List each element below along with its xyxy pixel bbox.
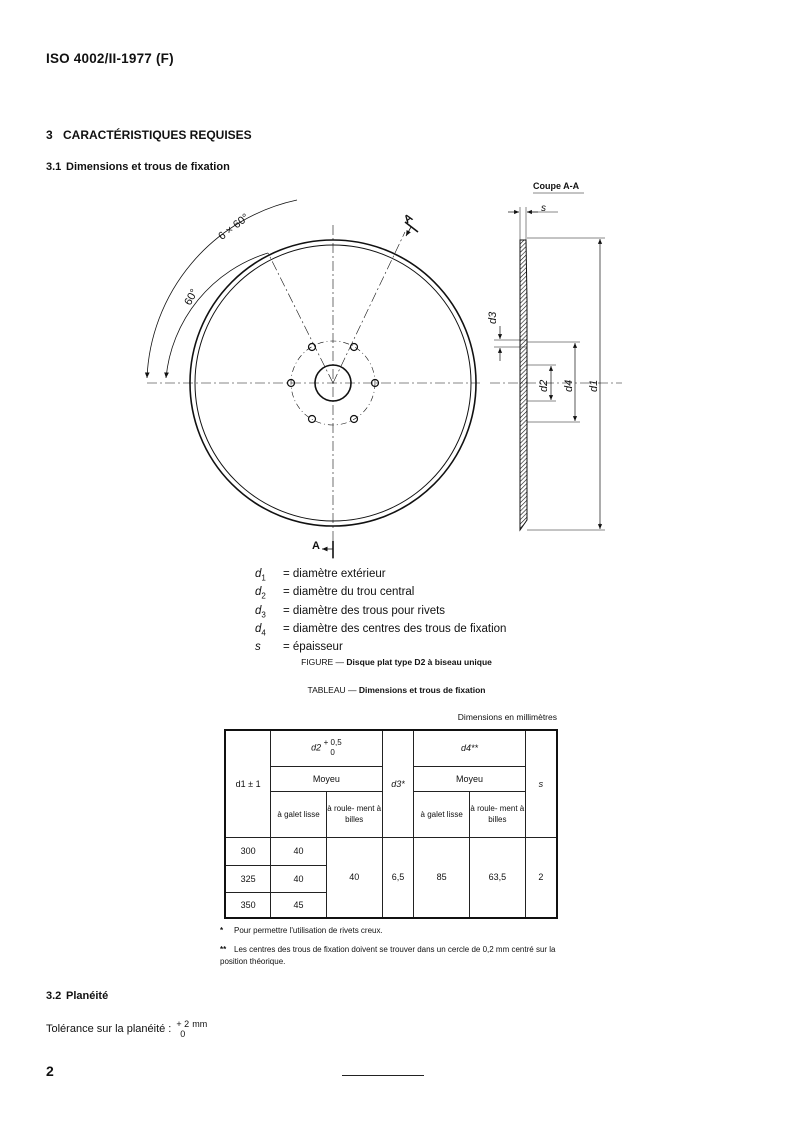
legend-item-s: s= épaisseur bbox=[255, 641, 343, 654]
table-header-row: d1 ± 1 d2 + 0,5 0 d3* d4** s bbox=[224, 729, 558, 838]
cell-d2-galet: 40 bbox=[270, 836, 327, 866]
subsection-heading-dimensions: 3.1 Dimensions et trous de fixation bbox=[46, 161, 230, 173]
cut-letter-bottom: A bbox=[312, 540, 320, 552]
table-row: 325 40 bbox=[224, 864, 557, 893]
header-roulement-d4: à roule- ment à billes bbox=[469, 790, 526, 838]
cell-d2-galet: 40 bbox=[270, 864, 327, 893]
section-title: CARACTÉRISTIQUES REQUISES bbox=[63, 128, 252, 142]
subsection-number: 3.1 bbox=[46, 161, 62, 173]
figure-legend: d1= diamètre extérieur d2= diamètre du t… bbox=[255, 567, 506, 658]
legend-item-d4: d4= diamètre des centres des trous de fi… bbox=[255, 622, 507, 638]
units-note: Dimensions en millimètres bbox=[457, 712, 557, 722]
dimensions-table: d1 ± 1 d2 + 0,5 0 d3* d4** s Moyeu Moyeu… bbox=[224, 729, 558, 919]
cut-letter-top: A bbox=[402, 212, 415, 226]
header-d2: d2 + 0,5 0 bbox=[270, 729, 383, 767]
header-galet-d4: à galet lisse bbox=[413, 790, 470, 838]
header-d1: d1 ± 1 bbox=[224, 729, 272, 838]
figure-caption: FIGURE — Disque plat type D2 à biseau un… bbox=[301, 657, 492, 667]
footnote-1: *Pour permettre l'utilisation de rivets … bbox=[220, 926, 383, 935]
subsection-title: Dimensions et trous de fixation bbox=[66, 161, 230, 173]
legend-item-d1: d1= diamètre extérieur bbox=[255, 568, 386, 583]
header-d3: d3* bbox=[381, 729, 415, 838]
section-heading: 3 CARACTÉRISTIQUES REQUISES bbox=[46, 128, 252, 142]
dim-label-d4: d4 bbox=[563, 380, 575, 392]
cell-d1: 350 bbox=[224, 891, 272, 919]
disc-front-view bbox=[144, 199, 480, 560]
angle-label-single: 60° bbox=[182, 287, 200, 307]
dim-label-s: s bbox=[541, 203, 546, 214]
dim-label-d2: d2 bbox=[538, 380, 550, 392]
table-row: 300 40 40 6,5 85 63,5 2 bbox=[224, 836, 558, 919]
cell-d1: 325 bbox=[224, 864, 272, 893]
cell-s: 2 bbox=[524, 836, 558, 919]
flatness-tolerance: Tolérance sur la planéité : + 2 0 mm bbox=[46, 1019, 208, 1039]
legend-item-d2: d2= diamètre du trou central bbox=[255, 586, 415, 601]
dim-label-d1: d1 bbox=[588, 380, 600, 392]
table-row: 350 45 bbox=[224, 891, 557, 919]
header-s: s bbox=[524, 729, 558, 838]
dim-label-d3: d3 bbox=[487, 311, 499, 324]
cell-d4-galet: 85 bbox=[413, 836, 470, 919]
cell-d2-galet: 45 bbox=[270, 891, 327, 919]
header-moyeu-d4: Moyeu bbox=[413, 765, 526, 792]
footer-rule bbox=[342, 1075, 424, 1076]
header-roulement-d2: à roule- ment à billes bbox=[325, 790, 383, 838]
cell-d1: 300 bbox=[224, 836, 272, 866]
header-moyeu-d2: Moyeu bbox=[270, 765, 383, 792]
cell-d2-roulement: 40 bbox=[325, 836, 383, 919]
header-galet-d2: à galet lisse bbox=[270, 790, 327, 838]
cell-d4-roulement: 63,5 bbox=[469, 836, 526, 919]
angle-label-total: 6 × 60° bbox=[216, 212, 251, 243]
cell-d3: 6,5 bbox=[381, 836, 415, 919]
header-d4: d4** bbox=[413, 729, 526, 767]
page-number: 2 bbox=[46, 1063, 54, 1079]
footnote-2: **Les centres des trous de fixation doiv… bbox=[220, 945, 556, 966]
document-header: ISO 4002/II-1977 (F) bbox=[46, 51, 174, 66]
section-number: 3 bbox=[46, 128, 53, 142]
disc-section-view bbox=[490, 207, 622, 532]
table-caption: TABLEAU — Dimensions et trous de fixatio… bbox=[307, 685, 486, 695]
section-view-label: Coupe A-A bbox=[533, 181, 580, 191]
legend-item-d3: d3= diamètre des trous pour rivets bbox=[255, 604, 446, 619]
